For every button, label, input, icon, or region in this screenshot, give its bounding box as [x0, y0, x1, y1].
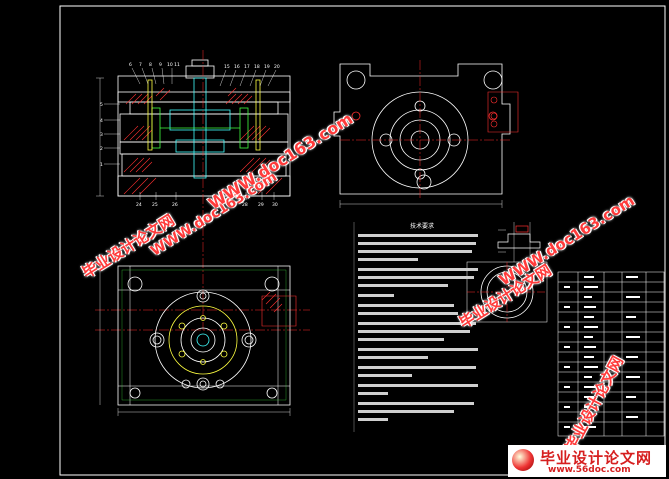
svg-text:2: 2: [100, 146, 103, 152]
notes-title: 技术要求: [409, 223, 434, 230]
svg-text:20: 20: [274, 64, 280, 70]
svg-text:28: 28: [242, 202, 248, 208]
svg-text:29: 29: [258, 202, 264, 208]
svg-text:9: 9: [159, 62, 162, 68]
footer-title: 毕业设计论文网: [540, 449, 653, 467]
svg-text:1: 1: [100, 162, 103, 168]
notes-text-lines: [358, 234, 478, 421]
footer-url: www.56doc.com: [548, 465, 631, 475]
svg-text:17: 17: [244, 64, 250, 70]
svg-text:10 11: 10 11: [167, 62, 180, 68]
svg-text:18: 18: [254, 64, 260, 70]
svg-text:26: 26: [172, 202, 178, 208]
drawing-border: [59, 5, 666, 476]
svg-text:4: 4: [100, 118, 103, 124]
svg-text:6: 6: [129, 62, 132, 68]
technical-requirements: 技术要求: [358, 222, 486, 234]
svg-text:25: 25: [152, 202, 158, 208]
front-section-view: 6 7 8 9 10 11 15 16 17 18 19 20 5 4 3 2 1 24 25 26 2…: [96, 59, 291, 208]
title-block: [557, 271, 665, 437]
svg-text:27: 27: [228, 202, 234, 208]
globe-icon: [512, 449, 534, 471]
svg-text:7: 7: [139, 62, 142, 68]
svg-text:16: 16: [234, 64, 240, 70]
svg-text:3: 3: [100, 132, 103, 138]
svg-text:15: 15: [224, 64, 230, 70]
svg-text:19: 19: [264, 64, 270, 70]
left-centerline: [95, 50, 310, 331]
top-plate-view: [333, 60, 519, 208]
plan-view: [99, 265, 297, 416]
svg-text:5: 5: [100, 102, 103, 108]
svg-text:24: 24: [136, 202, 142, 208]
footer-logo: [508, 445, 666, 477]
svg-text:30: 30: [272, 202, 278, 208]
svg-text:8: 8: [149, 62, 152, 68]
ring-detail: [466, 261, 548, 323]
detail-part: [497, 222, 541, 262]
